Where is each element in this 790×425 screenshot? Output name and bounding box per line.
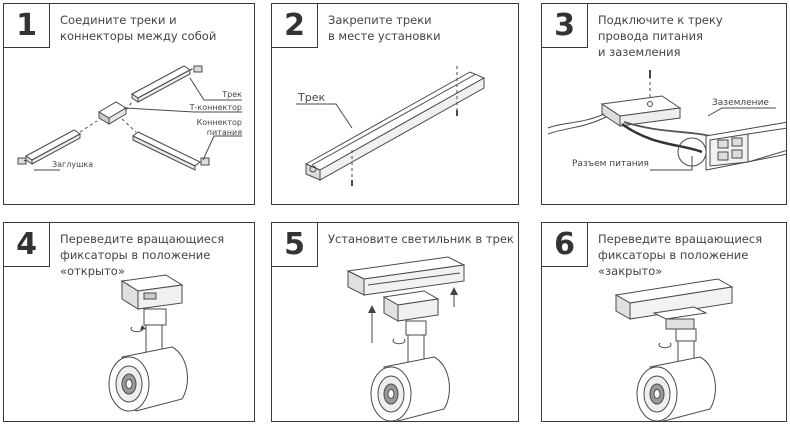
track-lower: [132, 131, 201, 171]
step-4-panel: 4 Переведите вращающиеся фиксаторы в пол…: [3, 222, 255, 422]
power-connector: [200, 157, 210, 166]
junction-box: [600, 95, 682, 127]
step-number: 4: [4, 223, 50, 267]
rotating-lock: [143, 308, 167, 326]
rotation-arrow: [658, 342, 672, 349]
end-cap-left: [17, 157, 27, 165]
step-caption: Установите светильник в трек: [328, 232, 514, 246]
label-track: Трек: [221, 90, 242, 99]
step-caption: Переведите вращающиеся фиксаторы в полож…: [598, 232, 763, 278]
track-adapter: [382, 290, 440, 322]
step-3-illustration: Заземление Разъем питания: [547, 70, 786, 171]
step-2-illustration: Трек: [296, 66, 486, 186]
label-track: Трек: [297, 91, 325, 104]
label-t-connector: Т-коннектор: [189, 103, 242, 112]
track-left: [25, 129, 81, 165]
step-number: 6: [542, 223, 588, 267]
wire: [547, 113, 605, 129]
label-power-connector-line2: питания: [207, 128, 242, 137]
rotating-lock: [675, 328, 697, 342]
step-6-illustration: [614, 278, 734, 421]
mounted-track: [304, 71, 486, 181]
spotlight-body: [636, 356, 716, 421]
spotlight-body: [370, 356, 450, 421]
step-2-panel: 2 Закрепите треки в месте установки Трек: [271, 3, 519, 205]
rotation-arrow: [392, 338, 406, 345]
spotlight-body: [108, 346, 188, 412]
step-6-panel: 6 Переведите вращающиеся фиксаторы в пол…: [541, 222, 787, 422]
t-connector: [98, 101, 127, 125]
power-wire: [621, 122, 703, 154]
label-power-connector-line1: Коннектор: [197, 118, 242, 127]
step-1-panel: 1 Соедините треки и коннекторы между соб…: [3, 3, 255, 205]
rotating-lock: [405, 320, 427, 336]
step-1-illustration: Трек Т-коннектор Коннектор питания Заглу…: [17, 65, 242, 171]
step-3-panel: 3 Подключите к треку провода питания и з…: [541, 3, 787, 205]
track-section: [614, 278, 734, 320]
track-adapter: [120, 274, 184, 310]
track-adapter: [652, 306, 708, 330]
track-end: [705, 121, 786, 171]
label-end-cap: Заглушка: [52, 160, 93, 169]
track-upper: [131, 65, 191, 103]
end-cap-right: [193, 65, 203, 73]
step-5-illustration: [346, 256, 466, 421]
label-power-socket: Разъем питания: [572, 159, 649, 169]
step-number: 1: [4, 4, 50, 48]
track-section: [346, 256, 466, 296]
step-caption: Подключите к треку провода питания и заз…: [598, 13, 723, 59]
step-caption: Закрепите треки в месте установки: [328, 13, 441, 43]
step-number: 3: [542, 4, 588, 48]
step-number: 2: [272, 4, 318, 48]
step-4-illustration: [108, 274, 188, 412]
ground-wire: [623, 121, 719, 139]
wire: [547, 116, 607, 135]
step-number: 5: [272, 223, 318, 267]
step-5-panel: 5 Установите светильник в трек: [271, 222, 519, 422]
step-caption: Соедините треки и коннекторы между собой: [60, 13, 217, 43]
step-caption: Переведите вращающиеся фиксаторы в полож…: [60, 232, 225, 278]
label-ground: Заземление: [712, 98, 769, 108]
